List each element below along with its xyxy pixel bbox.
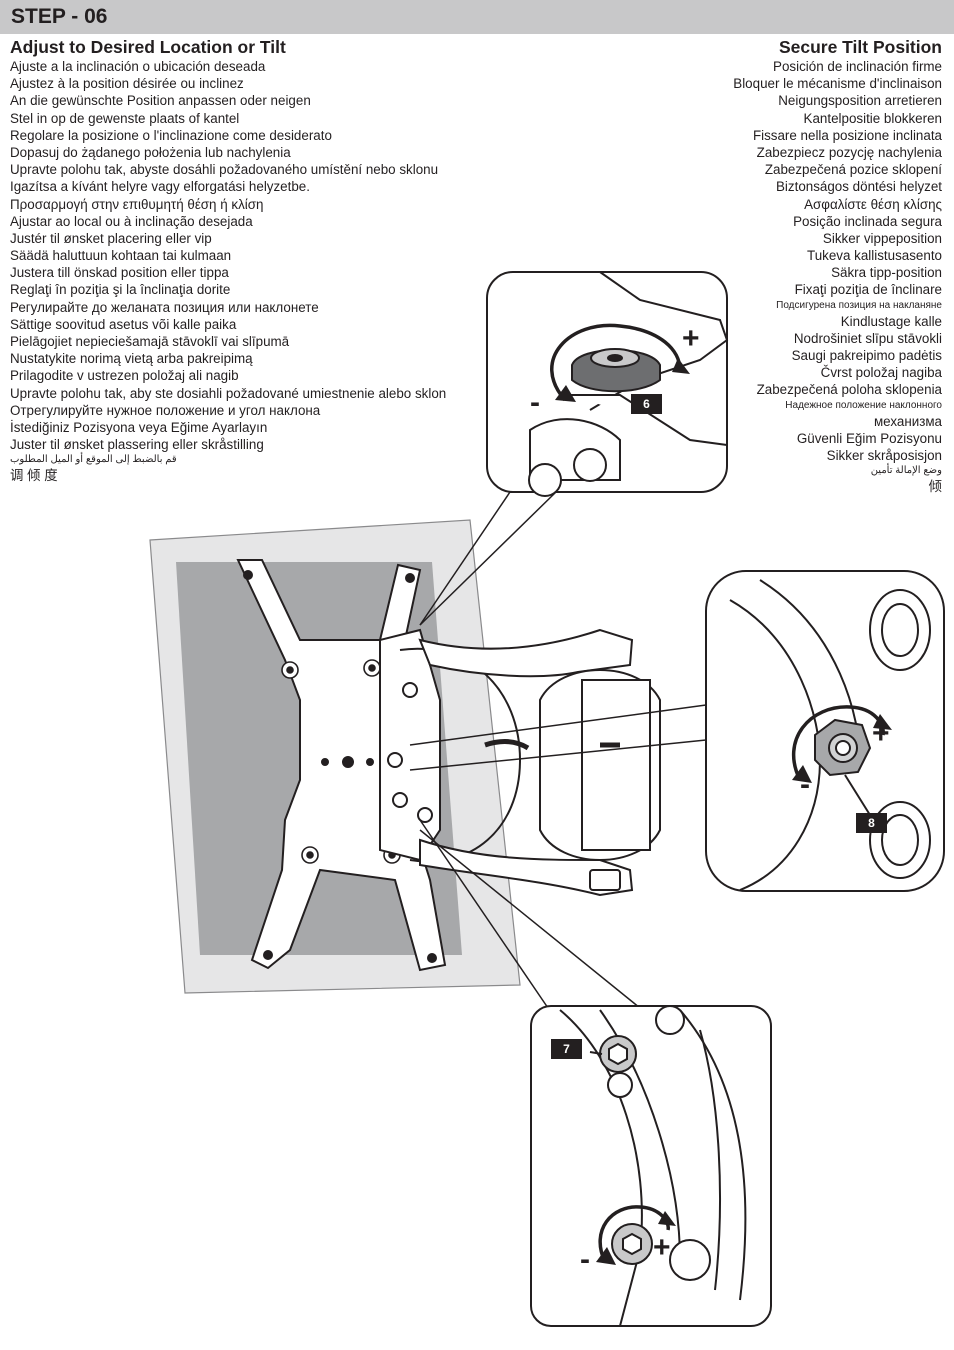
translation-line: Регулирайте до желаната позиция или накл… [10,299,319,315]
nut-icon [814,718,872,816]
translation-line: Justera till önskad position eller tippa [10,265,229,281]
plus-sign: + [653,1231,671,1264]
step-title: STEP - 06 [11,5,108,28]
translation-line: 倾 [928,479,942,495]
translation-line: Ajustez à la position désirée ou incline… [10,76,244,92]
minus-sign: - [800,768,810,801]
translation-line: Fissare nella posizione inclinata [752,127,942,143]
translation-line: 调 倾 度 [10,468,58,484]
translation-line: Čvrst položaj nagiba [820,365,942,381]
callout-leaders [409,491,707,1009]
translation-line: Upravte polohu tak, aby ste dosiahli pož… [10,385,447,401]
tilt-arrow-icon [792,705,892,783]
bracket-screws [281,659,401,864]
translation-line: Nustatykite norimą vietą arba pakreipimą [10,351,253,367]
translation-line: İstediğiniz Pozisyona veya Eğime Ayarlay… [10,419,268,435]
translation-line: Säkra tipp-position [831,265,942,281]
translation-line: Dopasuj do żądanego położenia lub nachyl… [10,144,291,160]
translation-line: Prilagodite v ustrezen položaj ali nagib [10,368,239,384]
translation-line: Sättige soovitud asetus või kalle paika [10,316,237,332]
translation-line: وضع الإمالة تأمين [870,465,942,477]
translation-line: Upravte polohu tak, abyste dosáhli požad… [10,162,439,178]
adjust-heading: Adjust to Desired Location or Tilt [10,37,286,57]
secure-translations: Posición de inclinación firme Bloquer le… [502,58,942,495]
callout-7: 7 [551,1039,582,1059]
minus-sign: - [580,1243,590,1276]
translation-line: Säädä haluttuun kohtaan tai kulmaan [10,248,232,264]
translation-line: Biztonságos döntési helyzet [776,179,942,195]
translation-line: Stel in op de gewenste plaats of kantel [10,110,240,126]
translation-line: Tukeva kallistusasento [807,248,942,264]
detail-6 [486,271,729,497]
tilt-arrow-icon [550,323,690,402]
translation-line: Zabezpiecz pozycję nachylenia [756,144,942,160]
translation-line: Надежное положение наклонного [785,399,942,411]
translation-line: Zabezpečená pozice sklopení [764,162,942,178]
translation-line: Igazítsa a kívánt helyre vagy elforgatás… [10,179,310,195]
translation-line: Güvenli Eğim Pozisyonu [796,430,942,446]
detail-7 [530,1005,772,1327]
detail-8 [705,570,945,892]
translation-line: Подсигурена позиция на накланяне [776,299,942,311]
translation-line: Sikker skråposisjon [826,447,942,463]
secure-column: Secure Tilt Position Posición de inclina… [502,36,942,495]
mount-arm [418,628,661,897]
step-header: STEP - 06 [0,0,954,34]
translation-line: Bloquer le mécanisme d'inclinaison [733,76,942,92]
translation-line: Kantelpositie blokkeren [803,110,942,126]
translation-line: Fixaţi poziţia de înclinare [794,282,942,298]
secure-heading: Secure Tilt Position [778,37,942,57]
translation-line: Kindlustage kalle [840,313,942,329]
tilt-arrow-icon [596,1205,676,1265]
translation-line: Justér til ønsket placering eller vip [10,230,212,246]
callout-6: 6 [631,394,662,414]
translation-line: Προσαρμογή στην επιθυμητή θέση ή κλίση [10,196,264,212]
translation-line: Juster til ønsket plassering eller skrås… [10,437,264,453]
translation-line: Regolare la posizione o l'inclinazione c… [10,127,332,143]
translation-line: Ajustar ao local ou à inclinação desejad… [10,213,253,229]
translation-line: An die gewünschte Position anpassen oder… [10,93,311,109]
bolt-icon [589,1035,653,1265]
translation-line: Reglaţi în poziţia şi la înclinaţia dori… [10,282,231,298]
translation-line: Ασφαλίστε θέση κλίσης [804,196,942,212]
plus-sign: + [682,322,700,355]
translation-line: Neigungsposition arretieren [778,93,942,109]
callout-8: 8 [856,813,887,833]
adjust-translations: Ajuste a la inclinación o ubicación dese… [10,58,530,485]
translation-line: Posição inclinada segura [793,213,942,229]
translation-line: قم بالضبط إلى الموقع أو الميل المطلوب [10,454,177,466]
plus-sign: + [872,717,890,750]
translation-line: механизма [873,413,942,429]
translation-line: Sikker vippeposition [822,230,942,246]
translation-line: Nodrošiniet slīpu stāvokli [793,330,942,346]
translation-line: Pielāgojiet nepieciešamajā stāvoklī vai … [10,334,290,349]
translation-line: Saugi pakreipimo padėtis [791,348,942,363]
translation-line: Zabezpečená poloha sklopenia [756,382,942,398]
translation-line: Posición de inclinación firme [773,59,942,74]
minus-sign: - [530,386,540,419]
translation-line: Ajuste a la inclinación o ubicación dese… [10,59,266,74]
adjust-column: Adjust to Desired Location or Tilt Ajust… [10,36,530,485]
translation-line: Отрегулируйте нужное положение и угол на… [10,402,321,418]
knob-icon [571,348,661,393]
